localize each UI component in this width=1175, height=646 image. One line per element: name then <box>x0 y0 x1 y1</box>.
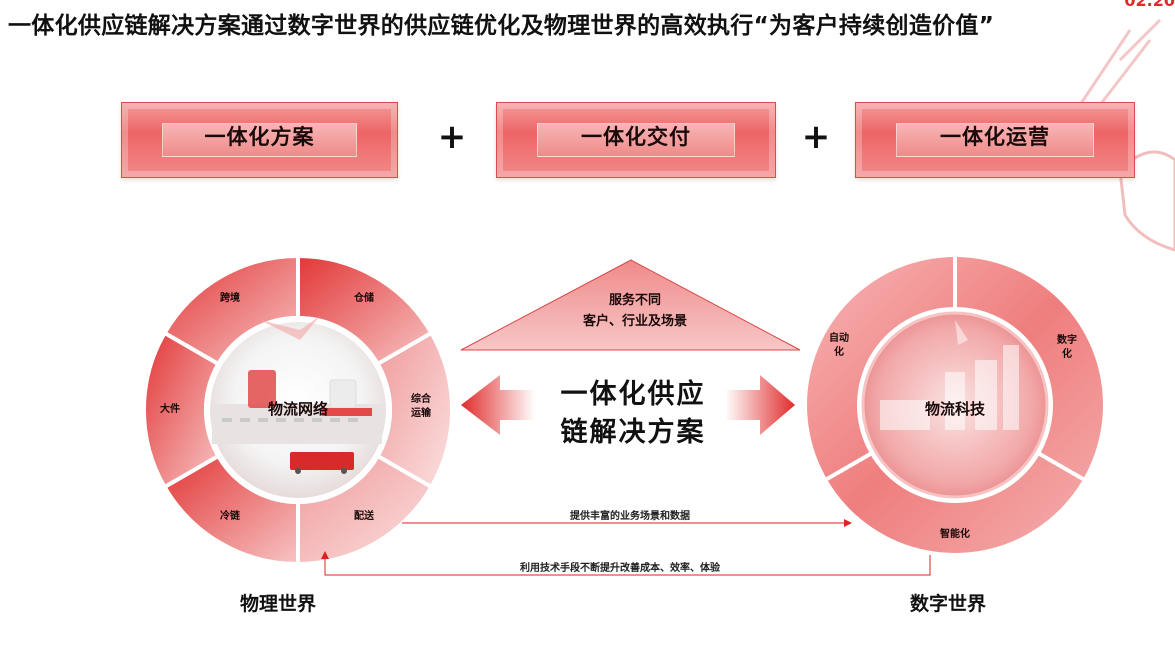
digital-world-caption: 数字世界 <box>910 593 987 615</box>
segment-label-warehouse: 仓储 <box>354 293 374 304</box>
plus-sign: + <box>437 117 467 157</box>
pillar-integrated-delivery: 一体化交付 <box>496 102 776 178</box>
triangle-line-1: 服务不同 <box>608 293 661 308</box>
segment-label-intelligence: 智能化 <box>940 529 970 540</box>
segment-label-cross-border: 跨境 <box>220 293 240 304</box>
physical-hub-label: 物流网络 <box>267 400 328 418</box>
flow-label-to-digital: 提供丰富的业务场景和数据 <box>570 511 690 522</box>
pillar-label: 一体化运营 <box>940 125 1050 149</box>
pillar-integrated-operation: 一体化运营 <box>855 102 1135 178</box>
segment-label-transport: 综合运输 <box>411 394 431 419</box>
pillar-integrated-solution: 一体化方案 <box>121 102 398 178</box>
arrow-left <box>461 375 535 435</box>
segment-label-automation: 自动化 <box>829 333 849 358</box>
segment-label-digitalization: 数字化 <box>1057 335 1077 360</box>
pillar-label: 一体化交付 <box>581 125 691 149</box>
segment-warehouse <box>296 253 435 367</box>
plus-sign: + <box>801 117 831 157</box>
flow-label-to-physical: 利用技术手段不断提升改善成本、效率、体验 <box>520 563 720 574</box>
triangle-line-2: 客户、行业及场景 <box>582 314 687 329</box>
segment-cross-border <box>161 253 300 367</box>
center-label-line-2: 链解决方案 <box>560 417 706 448</box>
digital-hub-label: 物流科技 <box>924 400 985 418</box>
center-label-line-1: 一体化供应 <box>560 379 706 410</box>
segment-label-cold-chain: 冷链 <box>220 511 240 522</box>
corner-brand-mark: 02.20 <box>1124 0 1175 10</box>
segment-label-delivery: 配送 <box>354 511 374 522</box>
page-title: 一体化供应链解决方案通过数字世界的供应链优化及物理世界的高效执行“为客户持续创造… <box>8 13 995 39</box>
segment-label-large-item: 大件 <box>160 404 180 415</box>
pillar-label: 一体化方案 <box>204 125 315 149</box>
physical-world-caption: 物理世界 <box>240 593 317 615</box>
